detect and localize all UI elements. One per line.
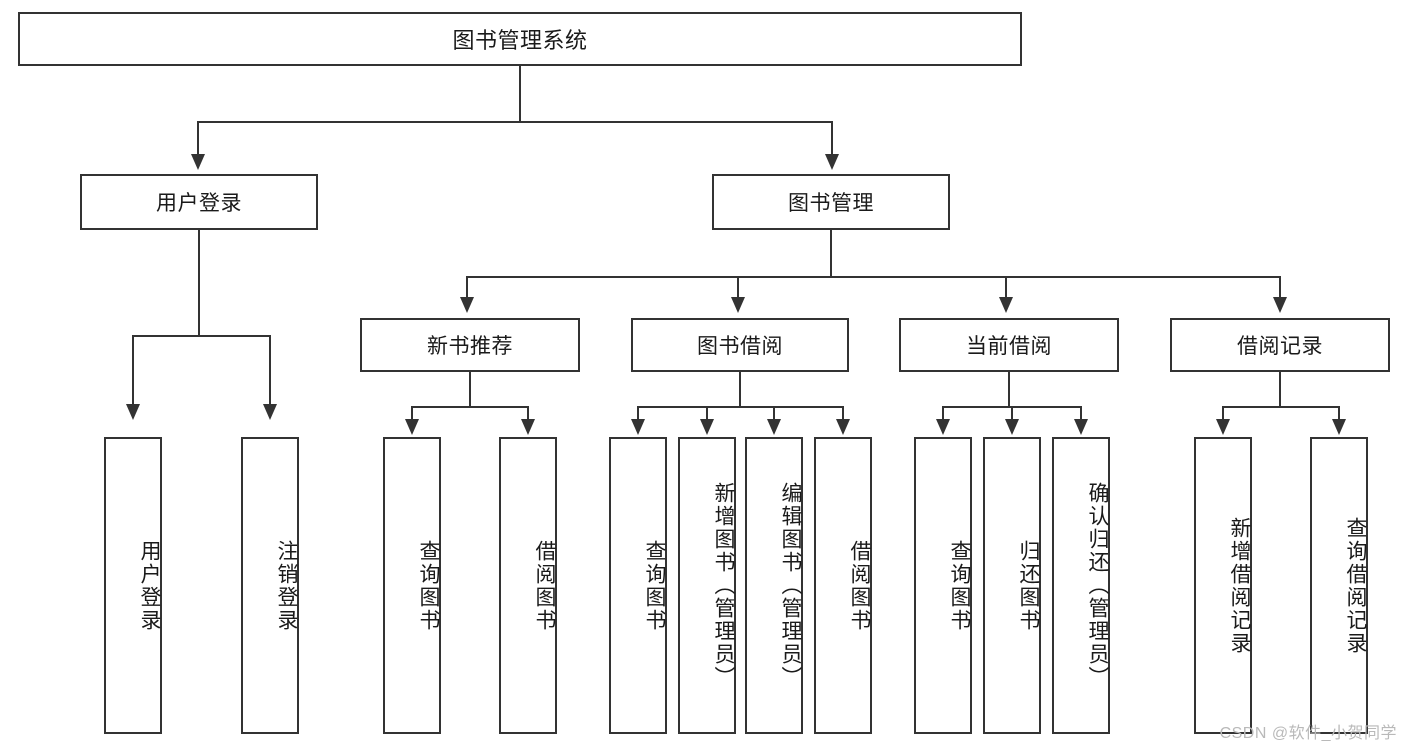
edge-user-login-to-logout bbox=[269, 335, 271, 405]
arrow-book-mgmt-to-record bbox=[1273, 297, 1287, 313]
node-label: 确认归还（管理员） bbox=[1086, 482, 1109, 689]
arrow-new-book-to-borrow bbox=[521, 419, 535, 435]
node-user-login[interactable]: 用户登录 bbox=[80, 174, 318, 230]
leaf-edit-book[interactable]: 编辑图书（管理员） bbox=[745, 437, 803, 734]
arrow-user-login-to-logout bbox=[263, 404, 277, 420]
node-root-system[interactable]: 图书管理系统 bbox=[18, 12, 1022, 66]
edge-borrow-record-stem bbox=[1279, 372, 1281, 407]
node-label: 当前借阅 bbox=[966, 335, 1052, 358]
arrow-current-borrow-to-return bbox=[1005, 419, 1019, 435]
edge-current-borrow-stem bbox=[1008, 372, 1010, 407]
edge-book-mgmt-to-new-book bbox=[466, 276, 468, 299]
edge-borrow-record-bus bbox=[1222, 406, 1339, 408]
edge-book-mgmt-to-borrow bbox=[737, 276, 739, 299]
edge-current-borrow-to-confirm bbox=[1080, 406, 1082, 421]
arrow-book-mgmt-to-new-book bbox=[460, 297, 474, 313]
node-book-management[interactable]: 图书管理 bbox=[712, 174, 950, 230]
node-label: 图书管理 bbox=[788, 192, 874, 215]
edge-book-mgmt-to-current bbox=[1005, 276, 1007, 299]
leaf-user-login[interactable]: 用户登录 bbox=[104, 437, 162, 734]
node-label: 归还图书 bbox=[1017, 539, 1040, 632]
edge-user-login-bus bbox=[132, 335, 270, 337]
edge-book-borrow-stem bbox=[739, 372, 741, 407]
leaf-confirm-return[interactable]: 确认归还（管理员） bbox=[1052, 437, 1110, 734]
edge-user-login-to-login bbox=[132, 335, 134, 405]
node-label: 图书借阅 bbox=[697, 335, 783, 358]
arrow-book-borrow-to-add bbox=[700, 419, 714, 435]
edge-root-to-book-mgmt bbox=[831, 121, 833, 156]
leaf-borrow-book[interactable]: 借阅图书 bbox=[814, 437, 872, 734]
edge-book-mgmt-stem bbox=[830, 230, 832, 277]
leaf-query-book-recommend[interactable]: 查询图书 bbox=[383, 437, 441, 734]
node-label: 注销登录 bbox=[275, 539, 298, 632]
arrow-borrow-record-to-add bbox=[1216, 419, 1230, 435]
leaf-query-book-borrow[interactable]: 查询图书 bbox=[609, 437, 667, 734]
arrow-current-borrow-to-confirm bbox=[1074, 419, 1088, 435]
arrow-book-borrow-to-borrow bbox=[836, 419, 850, 435]
leaf-logout[interactable]: 注销登录 bbox=[241, 437, 299, 734]
edge-book-borrow-to-borrow bbox=[842, 406, 844, 421]
edge-new-book-bus bbox=[411, 406, 528, 408]
arrow-book-borrow-to-query bbox=[631, 419, 645, 435]
leaf-query-book-current[interactable]: 查询图书 bbox=[914, 437, 972, 734]
node-label: 图书管理系统 bbox=[452, 28, 588, 53]
node-label: 用户登录 bbox=[156, 192, 242, 215]
node-label: 查询图书 bbox=[948, 539, 971, 632]
edge-new-book-stem bbox=[469, 372, 471, 407]
arrow-borrow-record-to-query bbox=[1332, 419, 1346, 435]
edge-new-book-to-borrow bbox=[527, 406, 529, 421]
edge-book-borrow-bus bbox=[637, 406, 844, 408]
edge-current-borrow-to-return bbox=[1011, 406, 1013, 421]
edge-root-to-user-login bbox=[197, 121, 199, 156]
edge-book-borrow-to-edit bbox=[773, 406, 775, 421]
edge-borrow-record-to-add bbox=[1222, 406, 1224, 421]
arrow-current-borrow-to-query bbox=[936, 419, 950, 435]
arrow-book-borrow-to-edit bbox=[767, 419, 781, 435]
node-label: 新书推荐 bbox=[427, 335, 513, 358]
arrow-book-mgmt-to-borrow bbox=[731, 297, 745, 313]
node-label: 查询图书 bbox=[417, 539, 440, 632]
edge-new-book-to-query bbox=[411, 406, 413, 421]
node-label: 查询图书 bbox=[643, 539, 666, 632]
edge-root-stem bbox=[519, 66, 521, 122]
node-label: 查询借阅记录 bbox=[1344, 516, 1367, 655]
node-new-book-recommend[interactable]: 新书推荐 bbox=[360, 318, 580, 372]
node-book-borrow[interactable]: 图书借阅 bbox=[631, 318, 849, 372]
leaf-query-borrow-record[interactable]: 查询借阅记录 bbox=[1310, 437, 1368, 734]
node-label: 编辑图书（管理员） bbox=[779, 482, 802, 689]
edge-borrow-record-to-query bbox=[1338, 406, 1340, 421]
arrow-new-book-to-query bbox=[405, 419, 419, 435]
node-label: 借阅图书 bbox=[533, 539, 556, 632]
edge-root-bus bbox=[197, 121, 833, 123]
leaf-borrow-book-recommend[interactable]: 借阅图书 bbox=[499, 437, 557, 734]
arrow-book-mgmt-to-current bbox=[999, 297, 1013, 313]
leaf-return-book[interactable]: 归还图书 bbox=[983, 437, 1041, 734]
arrow-user-login-to-login bbox=[126, 404, 140, 420]
edge-user-login-stem bbox=[198, 230, 200, 336]
node-label: 新增图书（管理员） bbox=[712, 482, 735, 689]
node-borrow-record[interactable]: 借阅记录 bbox=[1170, 318, 1390, 372]
node-label: 借阅记录 bbox=[1237, 335, 1323, 358]
leaf-add-book[interactable]: 新增图书（管理员） bbox=[678, 437, 736, 734]
edge-current-borrow-to-query bbox=[942, 406, 944, 421]
arrow-root-to-user-login bbox=[191, 154, 205, 170]
edge-book-mgmt-to-record bbox=[1279, 276, 1281, 299]
node-current-borrow[interactable]: 当前借阅 bbox=[899, 318, 1119, 372]
leaf-add-borrow-record[interactable]: 新增借阅记录 bbox=[1194, 437, 1252, 734]
edge-book-mgmt-bus bbox=[466, 276, 1281, 278]
edge-book-borrow-to-query bbox=[637, 406, 639, 421]
node-label: 新增借阅记录 bbox=[1228, 516, 1251, 655]
arrow-root-to-book-mgmt bbox=[825, 154, 839, 170]
node-label: 用户登录 bbox=[138, 539, 161, 632]
node-label: 借阅图书 bbox=[848, 539, 871, 632]
edge-book-borrow-to-add bbox=[706, 406, 708, 421]
